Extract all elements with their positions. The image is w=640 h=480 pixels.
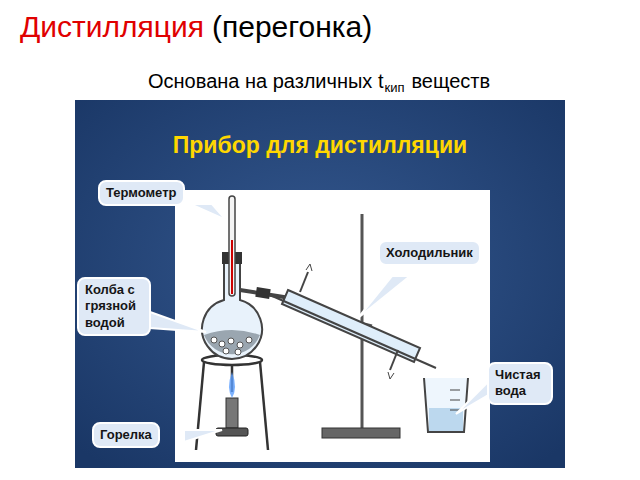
title: Дистилляция (20, 10, 204, 44)
callout-tails (150, 204, 490, 442)
callout-text: Холодильник (386, 245, 473, 261)
callout-bubble: Чистая вода (487, 362, 553, 405)
title-row: Дистилляция(перегонка) (20, 10, 372, 44)
panel-title: Прибор для дистилляции (75, 132, 565, 159)
callout-bubble: Термометр (98, 180, 185, 206)
callout-bubble: Горелка (92, 422, 160, 448)
callout-text: Колба с грязной водой (85, 282, 143, 331)
burner (216, 372, 248, 436)
callout-text: Чистая вода (495, 367, 545, 400)
dark-panel (75, 100, 565, 468)
callout-text: Термометр (106, 185, 177, 201)
callout-bubble: Колба с грязной водой (77, 277, 151, 336)
condenser (270, 264, 436, 379)
subtitle: веществ (411, 70, 490, 93)
callout-bubble: Холодильник (378, 240, 481, 266)
subscript: кип (384, 80, 404, 95)
thermometer (229, 196, 235, 296)
photo-area (175, 190, 490, 462)
title-note: (перегонка) (212, 10, 372, 44)
stopper (255, 287, 270, 299)
callout-text: Горелка (100, 427, 152, 443)
subtitle: Основана на различных t (148, 70, 383, 93)
subtitle-row: Основана на различных tкип веществ (148, 70, 490, 93)
beaker (424, 378, 468, 432)
